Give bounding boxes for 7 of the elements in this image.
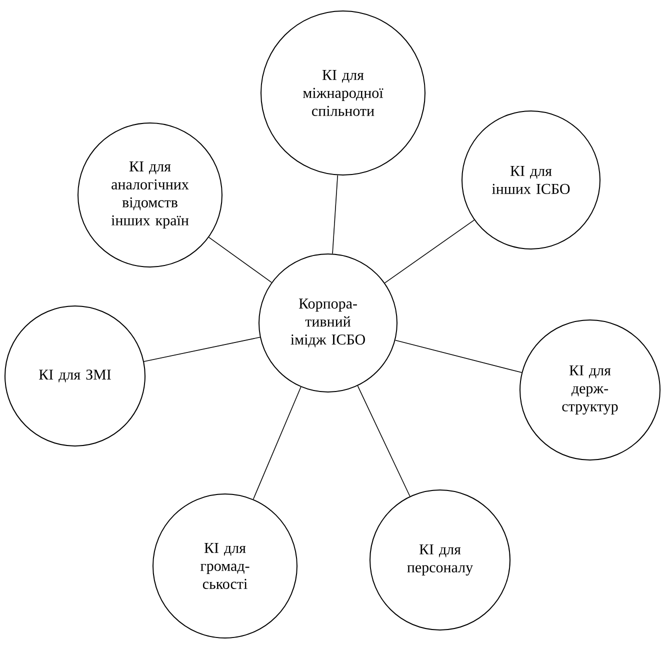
connector-line — [252, 386, 302, 500]
connector-line — [332, 174, 338, 254]
connector-line — [357, 385, 410, 497]
connector-line — [384, 220, 475, 284]
connector-line — [394, 340, 522, 373]
connector-line — [144, 336, 260, 362]
connector-line — [208, 236, 272, 283]
